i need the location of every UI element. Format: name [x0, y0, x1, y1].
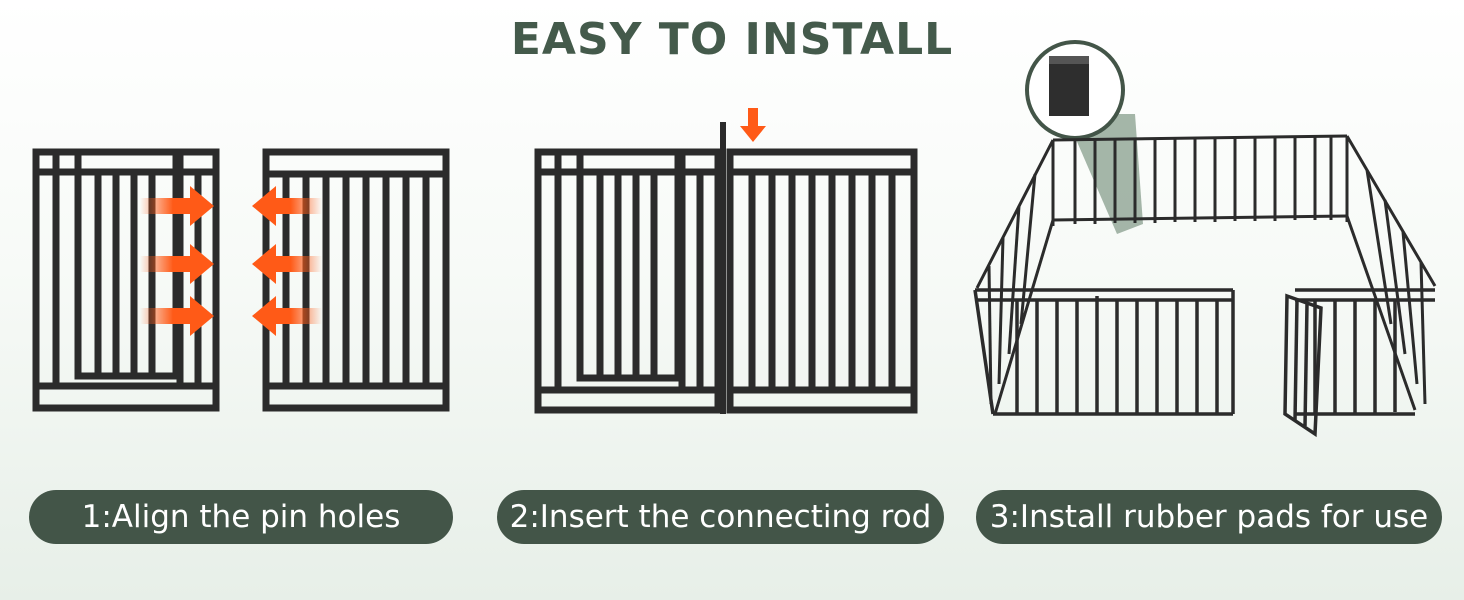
- step3-label: 3:Install rubber pads for use: [976, 490, 1442, 544]
- step2-label: 2:Insert the connecting rod: [497, 490, 944, 544]
- fence-panel-plain: [726, 148, 918, 414]
- align-arrow-icons: [140, 186, 322, 336]
- fence-panel-with-door: [32, 148, 220, 412]
- fence-panel-plain: [262, 148, 450, 412]
- page-title: EASY TO INSTALL: [510, 14, 954, 65]
- pen-open-door: [1283, 293, 1323, 438]
- step2-illustration: [520, 100, 950, 430]
- pen-front-wall: [973, 288, 1435, 416]
- pen-right-wall: [1345, 135, 1437, 411]
- pen-back-wall: [1051, 134, 1349, 226]
- rubber-pad-magnifier-icon: [1025, 40, 1143, 234]
- arrow-down-icon: [740, 108, 766, 142]
- pen-left-wall: [975, 139, 1055, 415]
- step1-illustration: [20, 140, 460, 430]
- fence-panel-with-door: [534, 148, 722, 414]
- step1-label: 1:Align the pin holes: [29, 490, 453, 544]
- step3-illustration: [965, 34, 1445, 444]
